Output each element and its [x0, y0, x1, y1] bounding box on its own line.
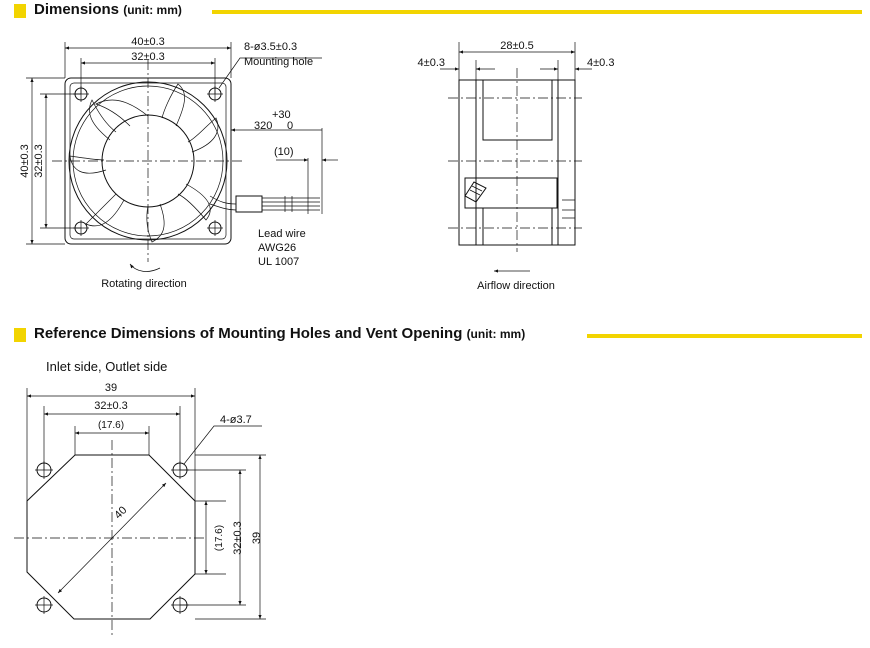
side-upper-recess — [482, 79, 553, 141]
reference-hole-spec: 4-ø3.7 — [220, 414, 252, 426]
section-rule — [212, 10, 862, 14]
vent-octagon — [26, 454, 196, 620]
side-center-lines — [448, 68, 582, 252]
section-unit: (unit: mm) — [123, 3, 182, 17]
section-rule — [587, 334, 862, 338]
dim-flange-right: 4±0.3 — [587, 57, 614, 69]
section-marker — [14, 328, 26, 342]
diagonal-dim-line — [57, 482, 167, 594]
section-title: Reference Dimensions of Mounting Holes a… — [34, 325, 525, 342]
lead-wire-line-2: AWG26 — [258, 242, 296, 254]
section-marker — [14, 4, 26, 18]
dim-height-outer: 40±0.3 — [19, 144, 31, 178]
fan-front-view: 40±0.3 32±0.3 8-ø3.5±0.3 Mounting hole 4… — [19, 36, 338, 290]
mounting-hole-label: Mounting hole — [244, 56, 313, 68]
dim-hole-pitch-horizontal: 32±0.3 — [94, 400, 128, 412]
dim-diagonal: 40 — [112, 504, 129, 521]
rotating-direction-label: Rotating direction — [101, 278, 187, 290]
strip-length: (10) — [274, 146, 294, 158]
dim-overall-height: 39 — [251, 532, 263, 544]
vent-opening-drawing: Inlet side, Outlet side 39 32±0.3 (17.6)… — [14, 359, 266, 636]
lead-wire-line-1: Lead wire — [258, 228, 306, 240]
dim-vent-height: (17.6) — [214, 525, 225, 551]
section-unit: (unit: mm) — [466, 327, 526, 341]
dim-width-outer: 40±0.3 — [131, 36, 165, 48]
side-lower-recess — [482, 207, 553, 246]
dim-hole-pitch-vertical: 32±0.3 — [232, 521, 244, 555]
section-header-dimensions: Dimensions (unit: mm) — [14, 1, 862, 23]
section-title: Dimensions (unit: mm) — [34, 1, 182, 18]
wire-grommet — [464, 181, 487, 203]
section-header-reference: Reference Dimensions of Mounting Holes a… — [14, 325, 862, 347]
dim-flange-left: 4±0.3 — [418, 57, 445, 69]
dim-height-holes: 32±0.3 — [33, 144, 45, 178]
dim-overall-width: 39 — [105, 382, 117, 394]
rotating-direction-arrow — [129, 263, 161, 272]
fan-side-view: 28±0.5 4±0.3 4±0.3 Airflow direction — [418, 40, 615, 292]
inlet-outlet-subtitle: Inlet side, Outlet side — [46, 359, 167, 374]
lead-tolerance-high: +30 — [272, 109, 291, 121]
airflow-direction-label: Airflow direction — [477, 280, 555, 292]
section-title-text: Dimensions — [34, 1, 120, 18]
lead-tolerance-low: 0 — [287, 120, 293, 132]
dim-width-holes: 32±0.3 — [131, 51, 165, 63]
lead-wire — [209, 195, 320, 213]
vent-center-lines — [14, 440, 205, 636]
dim-vent-width: (17.6) — [98, 420, 124, 431]
fan-blades — [69, 83, 219, 243]
dim-depth: 28±0.5 — [500, 40, 534, 52]
side-wire-exit — [464, 177, 558, 209]
lead-wire-line-3: UL 1007 — [258, 256, 299, 268]
front-center-lines — [52, 60, 244, 262]
mounting-hole-spec: 8-ø3.5±0.3 — [244, 41, 297, 53]
section-title-text: Reference Dimensions of Mounting Holes a… — [34, 325, 463, 342]
lead-length: 320 — [254, 120, 272, 132]
